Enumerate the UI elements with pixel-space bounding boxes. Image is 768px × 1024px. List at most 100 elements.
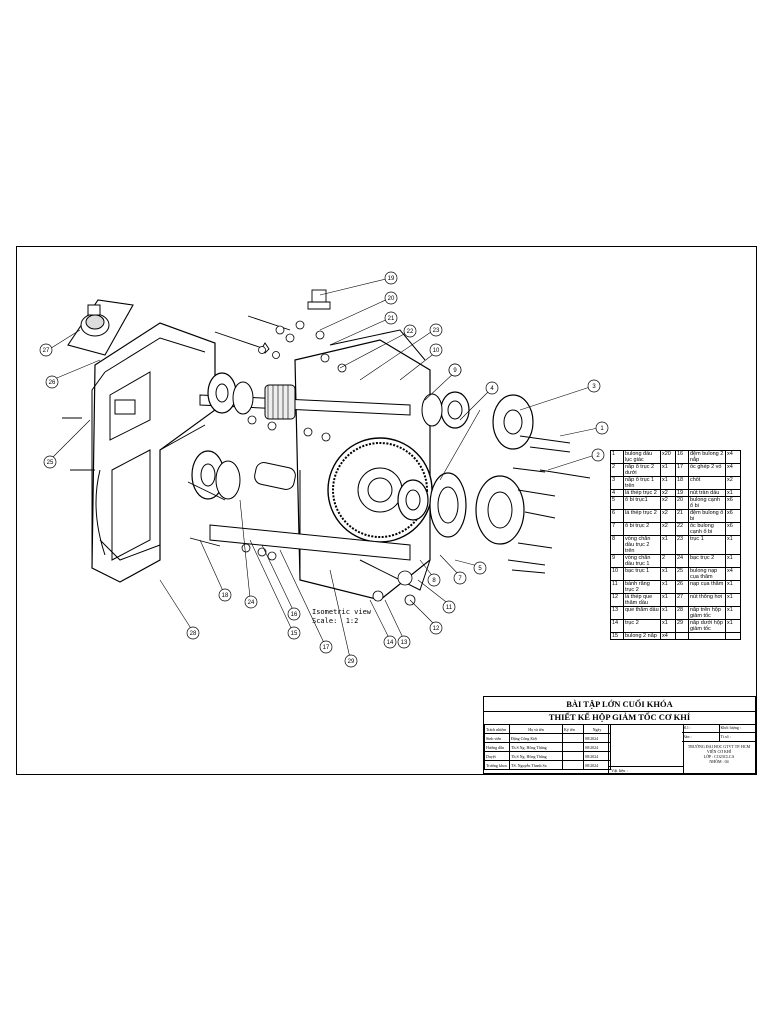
class-name: LỚP : CO23CLCA <box>703 754 735 759</box>
balloon-label: 21 <box>388 316 395 322</box>
school-info: TRƯỜNG ĐẠI HỌC GTVT TP. HCM VIỆN CƠ KHÍ … <box>682 742 756 764</box>
balloon-label: 4 <box>490 386 494 392</box>
bolts <box>62 289 591 574</box>
row-name: Th.S Ng. Hồng Thắng <box>509 742 563 752</box>
parts-cell-a_name: nắp ổ trục 1 trên <box>623 476 661 490</box>
balloon-label: 10 <box>433 348 440 354</box>
parts-cell-a_name: que thăm dầu <box>623 606 661 620</box>
parts-cell-b_name: nắp dưới hộp giảm tốc <box>688 619 726 633</box>
parts-cell-b_qty: x6 <box>725 496 741 510</box>
balloon-label: 12 <box>433 626 440 632</box>
parts-cell-b_no: 25 <box>675 567 689 581</box>
parts-cell-a_name: ổ bi trục1 <box>623 496 661 510</box>
parts-cell-a_name: lá thép que thăm dầu <box>623 593 661 607</box>
balloon-label: 29 <box>348 659 355 665</box>
parts-cell-a_name: vòng chắn dầu trục 1 <box>623 554 661 568</box>
item-balloons: 1234567891011121314151617181920212223242… <box>39 271 609 668</box>
parts-cell-b_name: bulong cạnh ổ bi <box>688 496 726 510</box>
parts-cell-b_qty <box>725 632 741 640</box>
parts-cell-b_name <box>688 632 726 640</box>
bearing-assembly-right <box>397 391 470 538</box>
parts-cell-a_name: nắp ổ trục 2 dưới <box>623 463 661 477</box>
parts-cell-a_no: 7 <box>610 522 624 536</box>
balloon-label: 13 <box>401 640 408 646</box>
parts-cell-a_name: bulong 2 nắp <box>623 632 661 640</box>
balloon-circle <box>45 375 59 389</box>
parts-cell-a_qty: x1 <box>660 476 676 490</box>
balloon-label: 17 <box>323 645 330 651</box>
parts-cell-a_no: 13 <box>610 606 624 620</box>
parts-cell-b_no: 16 <box>675 450 689 464</box>
balloon-circle <box>442 600 456 614</box>
balloon-circle <box>427 573 441 587</box>
balloon-label: 26 <box>49 380 56 386</box>
parts-cell-a_qty: x1 <box>660 593 676 607</box>
parts-cell-a_qty: x2 <box>660 522 676 536</box>
parts-cell-a_qty: x1 <box>660 606 676 620</box>
parts-cell-a_qty: x1 <box>660 535 676 555</box>
parts-cell-a_no: 6 <box>610 509 624 523</box>
parts-cell-a_no: 15 <box>610 632 624 640</box>
parts-cell-b_name: nút thông hơi <box>688 593 726 607</box>
balloon-label: 24 <box>248 600 255 606</box>
parts-cell-b_no: 24 <box>675 554 689 568</box>
parts-cell-a_no: 4 <box>610 489 624 497</box>
parts-cell-b_qty: x1 <box>725 580 741 594</box>
parts-cell-b_name: chốt <box>688 476 726 490</box>
parts-cell-b_qty: x2 <box>725 476 741 490</box>
parts-cell-b_name: nút tràn dầu <box>688 489 726 497</box>
parts-cell-a_no: 2 <box>610 463 624 477</box>
leader-lines <box>47 277 599 659</box>
ratio-label: Tỉ số : <box>718 733 757 741</box>
parts-cell-a_no: 9 <box>610 554 624 568</box>
parts-cell-b_qty: x1 <box>725 554 741 568</box>
parts-cell-b_no <box>675 632 689 640</box>
parts-cell-a_qty: x1 <box>660 567 676 581</box>
balloon-label: 9 <box>453 368 457 374</box>
parts-cell-a_name: bulong đầu lục giác <box>623 450 661 464</box>
parts-cell-b_qty: x1 <box>725 535 741 555</box>
parts-cell-a_no: 5 <box>610 496 624 510</box>
row-date: 08/2024 <box>583 742 611 752</box>
parts-cell-b_name: đệm bulong ổ bi <box>688 509 726 523</box>
parts-cell-a_name: bạc trục 1 <box>623 567 661 581</box>
title-block-middle: Vật liệu : <box>608 724 684 774</box>
balloon-label: 15 <box>291 631 298 637</box>
balloon-circle <box>473 561 487 575</box>
parts-cell-a_name: lá thép trục 2 <box>623 509 661 523</box>
balloon-label: 1 <box>600 426 604 432</box>
balloon-circle <box>591 448 605 462</box>
parts-cell-a_no: 12 <box>610 593 624 607</box>
balloon-circle <box>448 363 462 377</box>
balloon-circle <box>429 323 443 337</box>
balloon-label: 16 <box>291 612 298 618</box>
balloon-circle <box>384 311 398 325</box>
row-date: 08/2024 <box>583 733 611 743</box>
parts-cell-a_qty: 2 <box>660 554 676 568</box>
header-name: Họ và tên <box>509 724 563 734</box>
mass-label: Khối lượng : <box>718 724 757 732</box>
parts-cell-b_qty: x1 <box>725 619 741 633</box>
school-name: TRƯỜNG ĐẠI HỌC GTVT TP. HCM <box>687 744 751 749</box>
parts-cell-b_qty: x4 <box>725 567 741 581</box>
output-shaft-part-14 <box>209 462 411 561</box>
balloon-circle <box>587 379 601 393</box>
balloon-circle <box>383 635 397 649</box>
material-label: Vật liệu : <box>609 766 683 774</box>
title-line-2: THIẾT KẾ HỘP GIẢM TỐC CƠ KHÍ <box>484 711 755 725</box>
balloon-circle <box>485 381 499 395</box>
balloon-label: 3 <box>592 384 596 390</box>
parts-cell-a_no: 10 <box>610 567 624 581</box>
parts-cell-b_name: ốc bulong cạnh ổ bi <box>688 522 726 536</box>
view-scale: Scale: 1:2 <box>312 617 359 625</box>
